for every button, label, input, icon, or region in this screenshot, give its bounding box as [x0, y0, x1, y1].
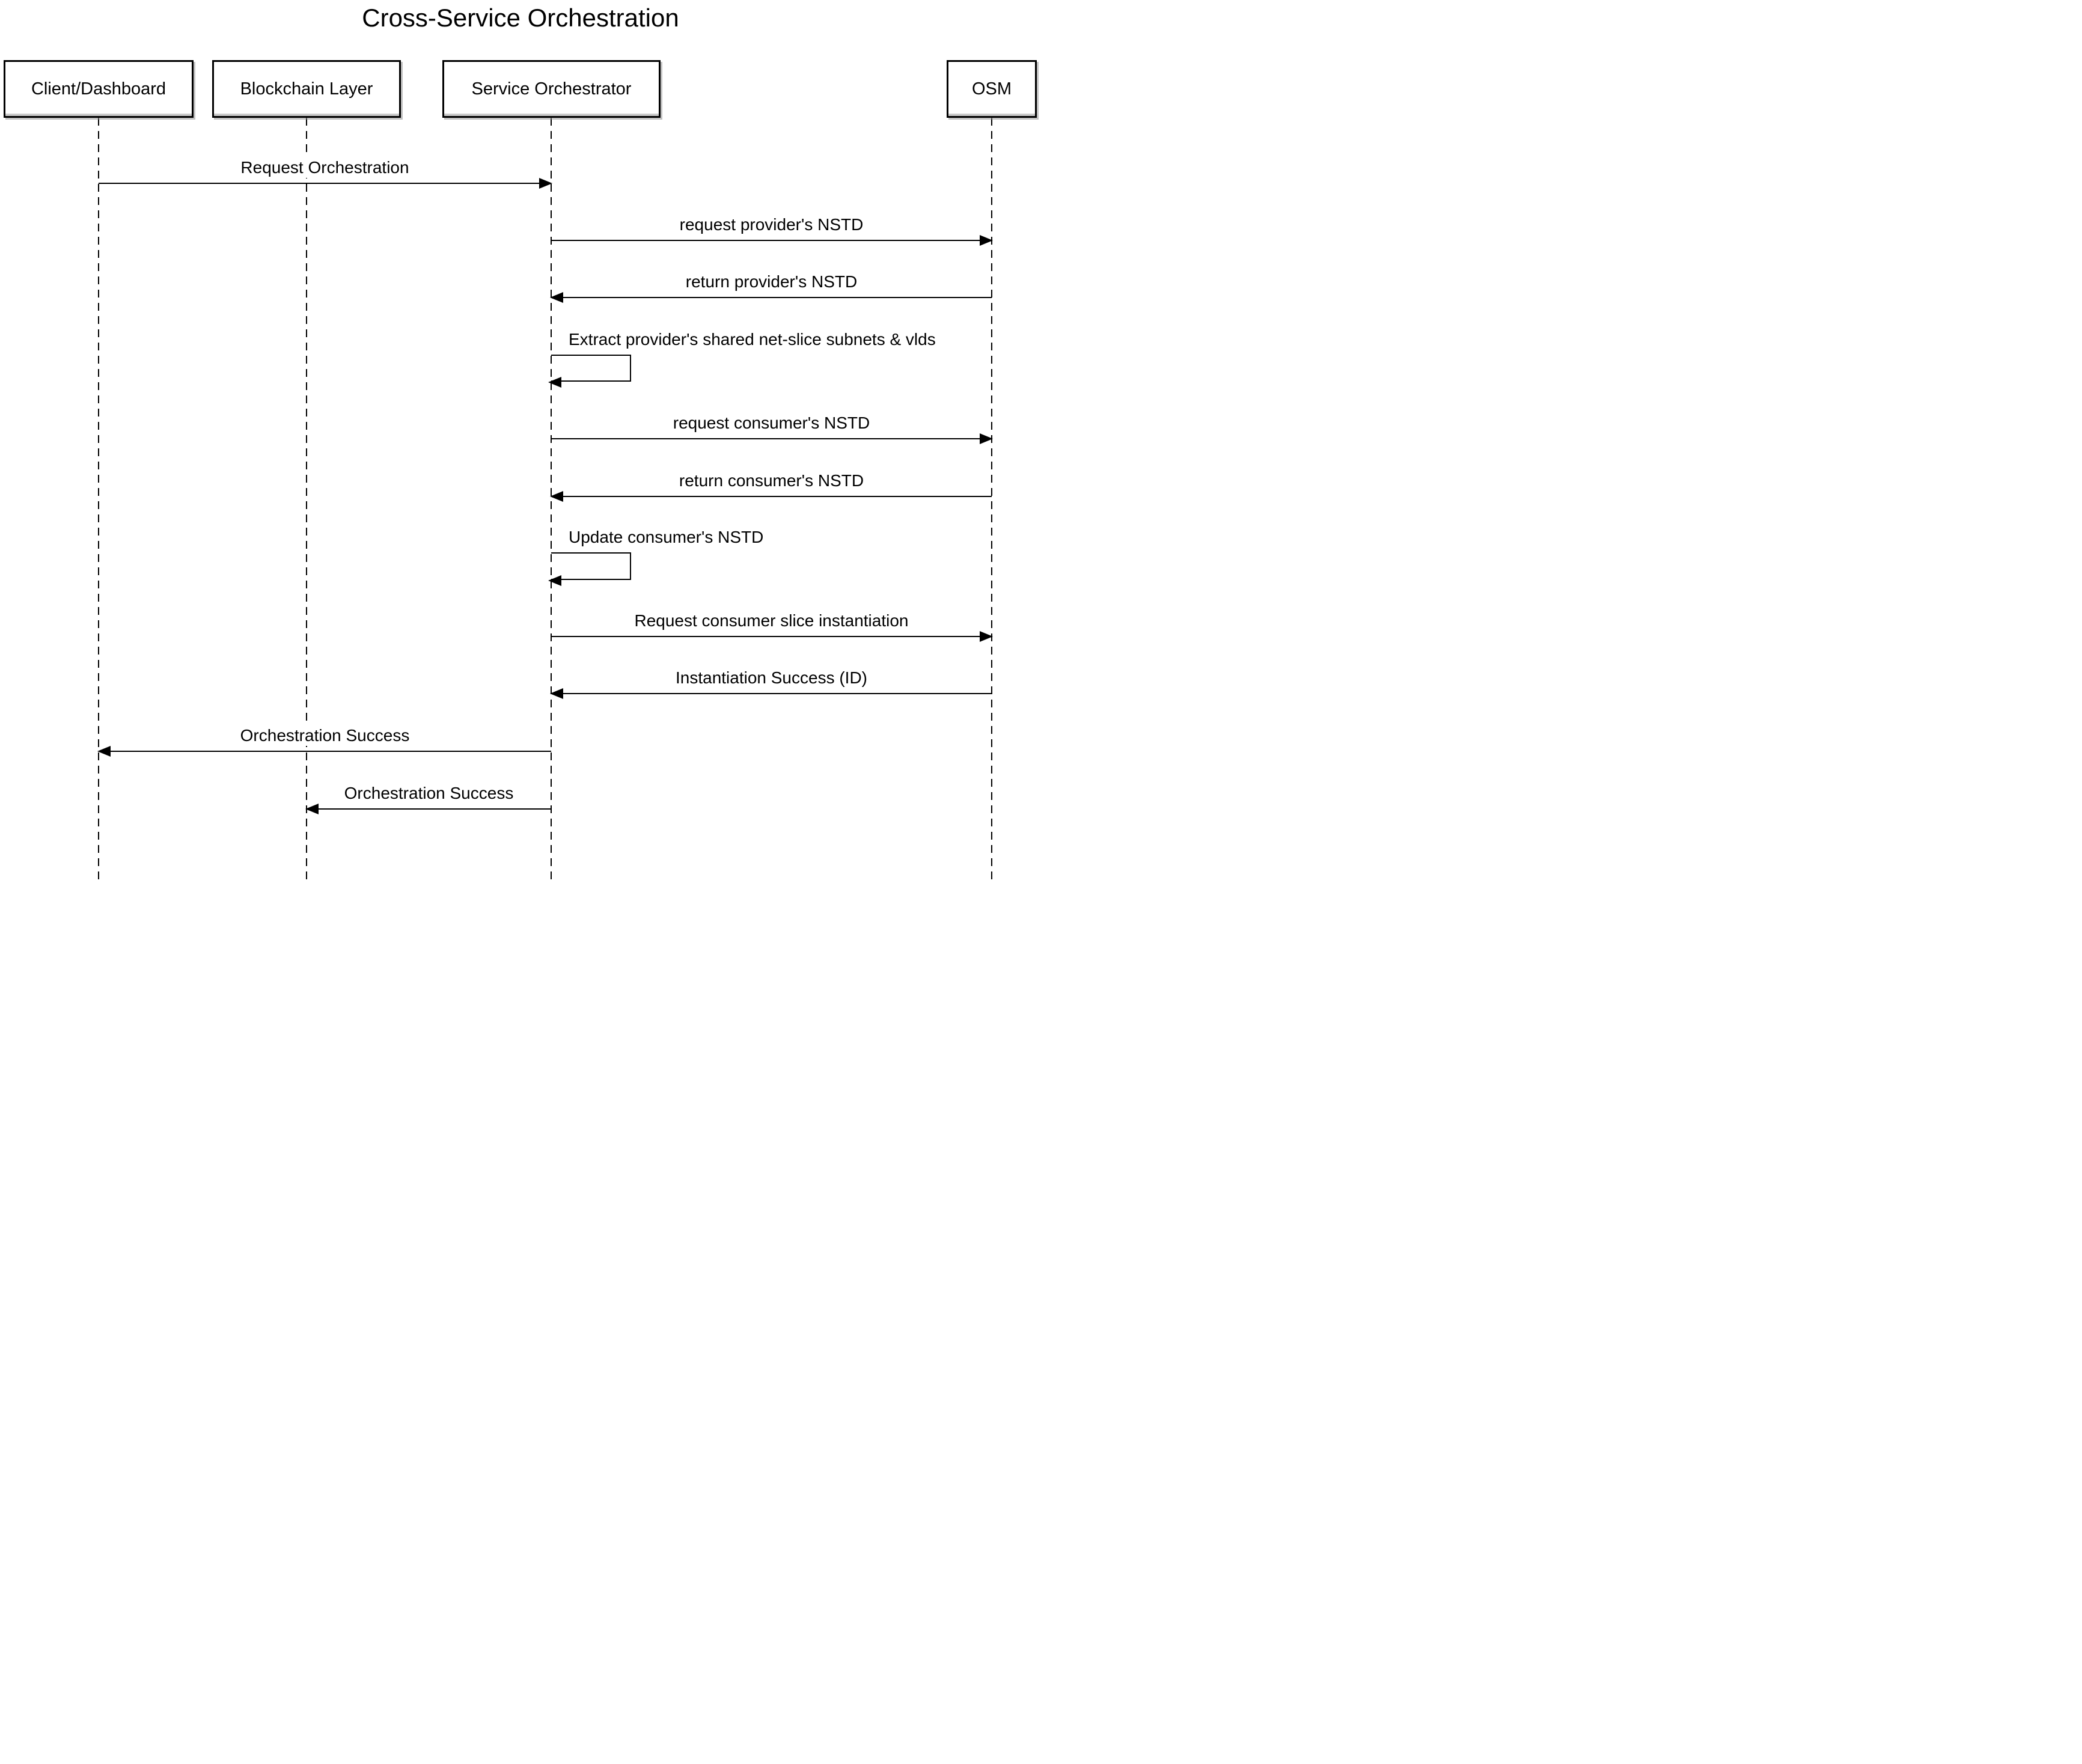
actor-box-blockchain-layer: Blockchain Layer: [212, 60, 401, 118]
actor-label-blockchain-layer: Blockchain Layer: [240, 79, 373, 99]
lifeline-osm: [991, 118, 992, 882]
lifeline-blockchain-layer: [306, 118, 307, 882]
actor-box-osm: OSM: [947, 60, 1037, 118]
actor-label-client-dashboard: Client/Dashboard: [31, 79, 166, 99]
message-arrow-request-consumers-nstd: [551, 433, 993, 444]
message-label-update-consumers-nstd: Update consumer's NSTD: [564, 527, 864, 548]
message-label-request-providers-nstd: request provider's NSTD: [551, 215, 992, 235]
arrowhead-left-icon: [305, 804, 319, 814]
message-label-return-providers-nstd: return provider's NSTD: [551, 272, 992, 292]
arrowhead-right-icon: [980, 235, 993, 246]
actor-label-service-orchestrator: Service Orchestrator: [471, 79, 632, 99]
message-arrow-request-providers-nstd: [551, 235, 993, 246]
message-label-instantiation-success: Instantiation Success (ID): [551, 668, 992, 688]
message-label-request-consumers-nstd: request consumer's NSTD: [551, 413, 992, 433]
actor-box-client-dashboard: Client/Dashboard: [4, 60, 194, 118]
message-arrow-instantiation-success: [550, 688, 992, 699]
arrowhead-left-icon: [550, 292, 563, 303]
arrowhead-right-icon: [980, 433, 993, 444]
message-label-request-slice-instantiation: Request consumer slice instantiation: [551, 611, 992, 631]
message-arrow-orchestration-success-blockchain: [305, 804, 551, 814]
arrowhead-left-icon: [550, 491, 563, 502]
lifeline-client-dashboard: [98, 118, 99, 882]
message-arrow-request-slice-instantiation: [551, 631, 993, 642]
arrowhead-right-icon: [980, 631, 993, 642]
message-arrow-return-consumers-nstd: [550, 491, 992, 502]
arrowhead-right-icon: [539, 178, 552, 189]
sequence-diagram: Cross-Service Orchestration Client/Dashb…: [0, 0, 1041, 882]
message-arrow-return-providers-nstd: [550, 292, 992, 303]
diagram-title: Cross-Service Orchestration: [362, 4, 679, 32]
arrowhead-left-icon: [548, 377, 561, 388]
message-label-return-consumers-nstd: return consumer's NSTD: [551, 471, 992, 491]
message-label-request-orchestration: Request Orchestration: [99, 157, 551, 178]
message-arrow-orchestration-success-client: [97, 746, 551, 757]
actor-box-service-orchestrator: Service Orchestrator: [442, 60, 661, 118]
arrowhead-left-icon: [548, 575, 561, 586]
message-arrow-request-orchestration: [99, 178, 552, 189]
message-label-orchestration-success-blockchain: Orchestration Success: [307, 783, 551, 804]
message-label-orchestration-success-client: Orchestration Success: [99, 725, 551, 746]
arrowhead-left-icon: [97, 746, 111, 757]
message-label-extract-shared-subnets: Extract provider's shared net-slice subn…: [564, 329, 1021, 350]
actor-label-osm: OSM: [971, 79, 1012, 99]
arrowhead-left-icon: [550, 688, 563, 699]
self-message-loop-extract: [548, 355, 631, 388]
self-message-loop-update: [548, 552, 631, 586]
